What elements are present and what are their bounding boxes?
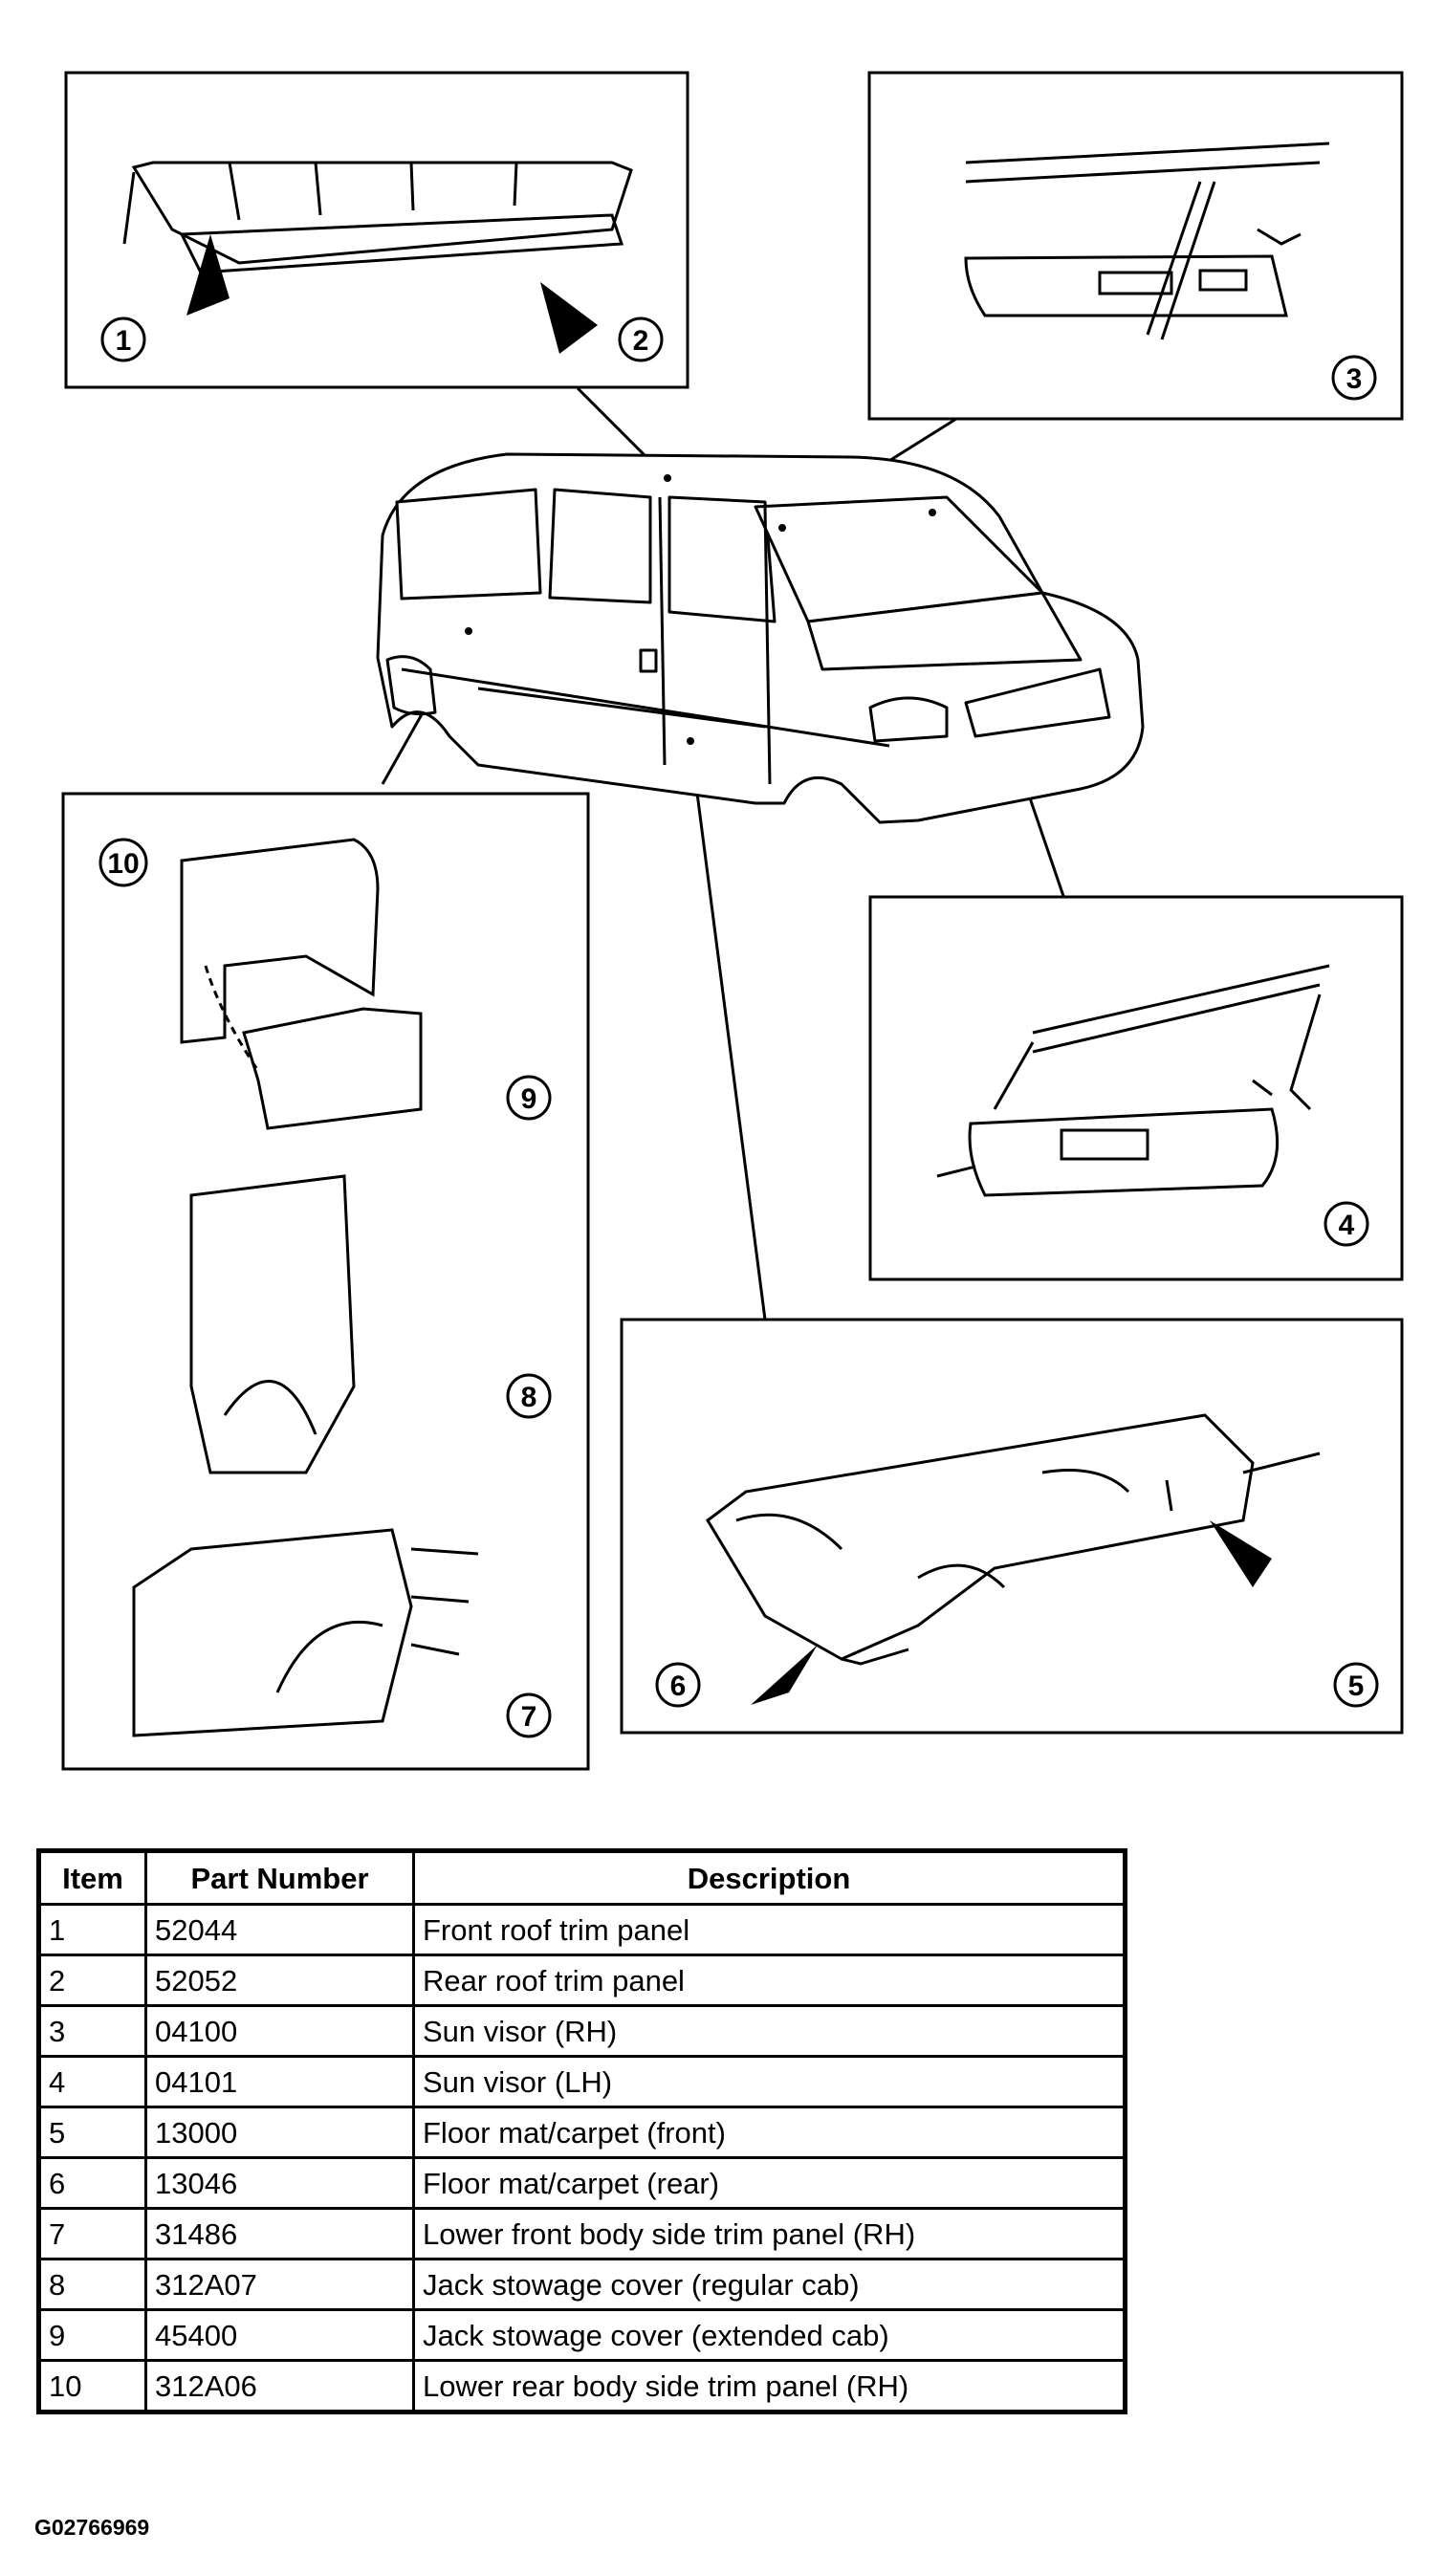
table-row: 7 31486 Lower front body side trim panel… <box>37 2207 1127 2260</box>
cell-part-number: 04100 <box>144 2004 415 2058</box>
callout-2: 2 <box>618 317 664 362</box>
floor-mat-box <box>620 1318 1404 1735</box>
parts-table: Item Part Number Description 1 52044 Fro… <box>36 1848 1127 2414</box>
table-row: 9 45400 Jack stowage cover (extended cab… <box>37 2308 1127 2362</box>
table-row: 2 52052 Rear roof trim panel <box>37 1954 1127 2007</box>
van-illustration <box>376 452 1145 824</box>
figure-id: G02766969 <box>34 2515 150 2540</box>
table-row: 8 312A07 Jack stowage cover (regular cab… <box>37 2258 1127 2311</box>
cell-item: 4 <box>37 2055 147 2108</box>
callout-8: 8 <box>506 1373 552 1419</box>
callout-3: 3 <box>1331 355 1377 401</box>
callout-7: 7 <box>506 1692 552 1738</box>
svg-text:1: 1 <box>116 325 132 357</box>
cell-item: 10 <box>37 2359 147 2413</box>
cell-description: Jack stowage cover (extended cab) <box>412 2308 1127 2362</box>
cell-description: Floor mat/carpet (rear) <box>412 2156 1127 2210</box>
callout-5: 5 <box>1333 1662 1379 1708</box>
svg-text:2: 2 <box>633 325 649 357</box>
svg-text:8: 8 <box>521 1382 537 1413</box>
callout-10: 10 <box>98 838 148 887</box>
table-row: 6 13046 Floor mat/carpet (rear) <box>37 2156 1127 2210</box>
cell-part-number: 13000 <box>144 2106 415 2159</box>
callout-9: 9 <box>506 1075 552 1121</box>
table-header-row: Item Part Number Description <box>37 1849 1127 1906</box>
cell-description: Floor mat/carpet (front) <box>412 2106 1127 2159</box>
cell-item: 1 <box>37 1903 147 1956</box>
cell-part-number: 312A06 <box>144 2359 415 2413</box>
svg-text:3: 3 <box>1346 363 1363 395</box>
cell-description: Lower front body side trim panel (RH) <box>412 2207 1127 2260</box>
table-row: 3 04100 Sun visor (RH) <box>37 2004 1127 2058</box>
cell-description: Rear roof trim panel <box>412 1954 1127 2007</box>
table-row: 5 13000 Floor mat/carpet (front) <box>37 2106 1127 2159</box>
callout-1: 1 <box>100 317 146 362</box>
callout-circles: 1 2 3 4 5 6 7 8 <box>98 317 1379 1738</box>
cell-part-number: 312A07 <box>144 2258 415 2311</box>
cell-part-number: 52052 <box>144 1954 415 2007</box>
header-part-number: Part Number <box>144 1849 415 1906</box>
cell-description: Lower rear body side trim panel (RH) <box>412 2359 1127 2413</box>
diagram-artwork: 1 2 3 4 5 6 7 8 <box>61 71 1404 1771</box>
sun-visor-rh-box <box>867 71 1404 421</box>
cell-description: Jack stowage cover (regular cab) <box>412 2258 1127 2311</box>
roof-trim-panel-box <box>64 71 689 389</box>
svg-text:6: 6 <box>670 1670 687 1702</box>
svg-text:4: 4 <box>1339 1210 1355 1241</box>
cell-part-number: 52044 <box>144 1903 415 1956</box>
cell-item: 3 <box>37 2004 147 2058</box>
cell-item: 2 <box>37 1954 147 2007</box>
callout-4: 4 <box>1324 1201 1369 1247</box>
svg-text:9: 9 <box>521 1083 537 1115</box>
svg-text:7: 7 <box>521 1701 537 1733</box>
svg-text:5: 5 <box>1348 1670 1365 1702</box>
van-callout-dots <box>465 474 936 745</box>
cell-part-number: 45400 <box>144 2308 415 2362</box>
cell-item: 5 <box>37 2106 147 2159</box>
cell-part-number: 04101 <box>144 2055 415 2108</box>
table-row: 4 04101 Sun visor (LH) <box>37 2055 1127 2108</box>
cell-item: 9 <box>37 2308 147 2362</box>
cell-item: 6 <box>37 2156 147 2210</box>
header-item: Item <box>37 1849 147 1906</box>
cell-item: 7 <box>37 2207 147 2260</box>
body-side-trim-box <box>61 792 590 1771</box>
cell-description: Sun visor (RH) <box>412 2004 1127 2058</box>
cell-part-number: 31486 <box>144 2207 415 2260</box>
sun-visor-lh-box <box>868 895 1404 1281</box>
cell-item: 8 <box>37 2258 147 2311</box>
cell-description: Front roof trim panel <box>412 1903 1127 1956</box>
cell-part-number: 13046 <box>144 2156 415 2210</box>
callout-6: 6 <box>655 1662 701 1708</box>
svg-text:10: 10 <box>107 848 139 880</box>
table-row: 10 312A06 Lower rear body side trim pane… <box>37 2359 1127 2413</box>
table-row: 1 52044 Front roof trim panel <box>37 1903 1127 1956</box>
header-description: Description <box>412 1849 1127 1906</box>
cell-description: Sun visor (LH) <box>412 2055 1127 2108</box>
